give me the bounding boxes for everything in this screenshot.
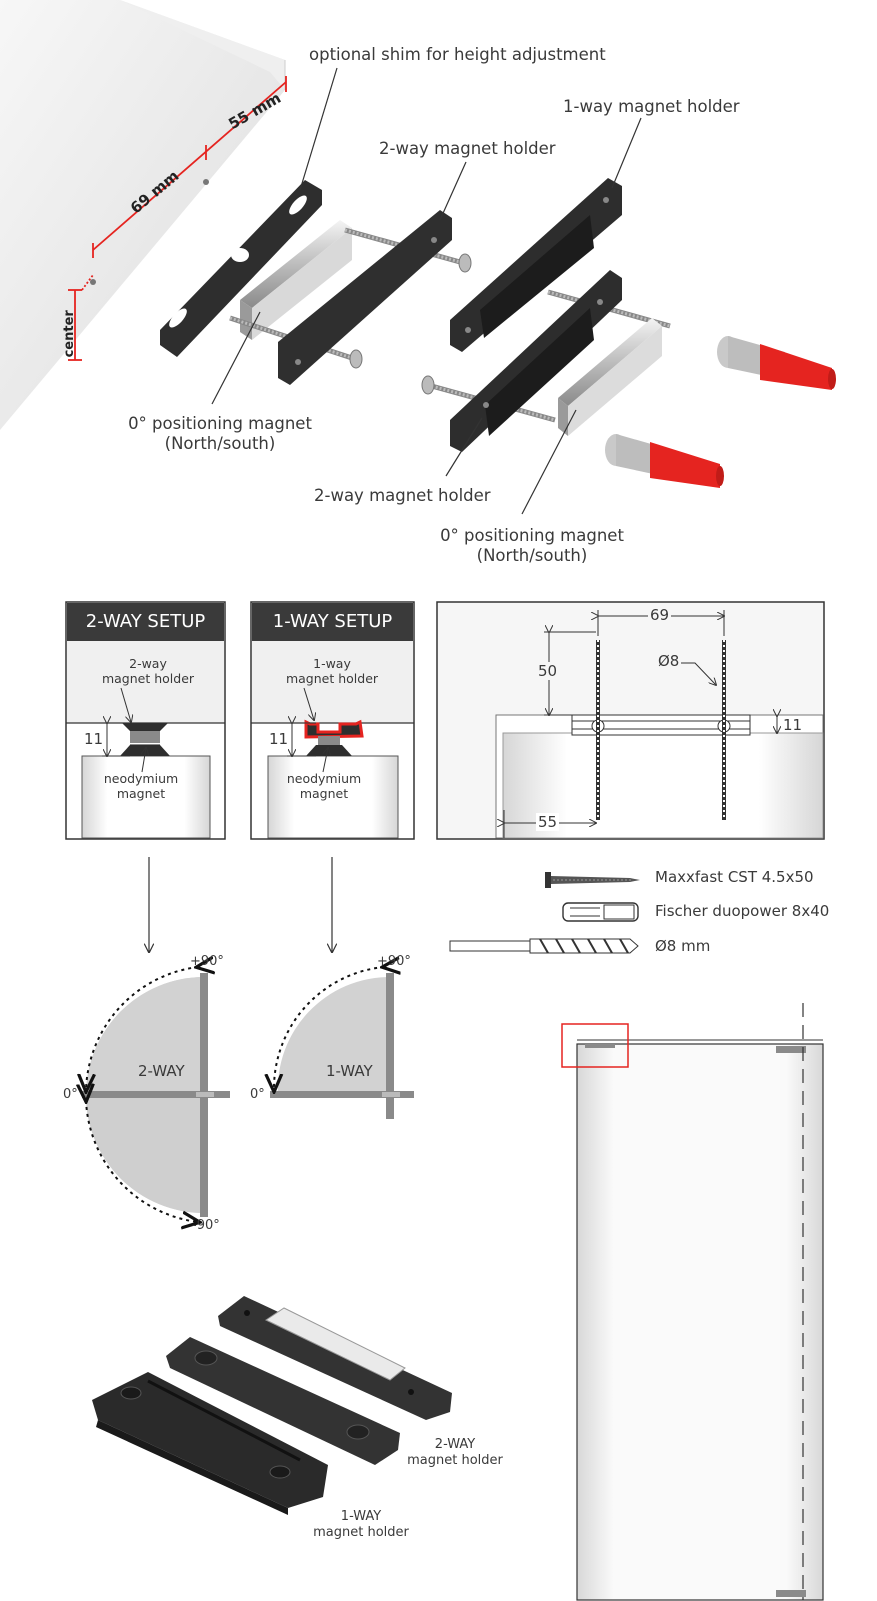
label-magnet-left-line2: (North/south) bbox=[164, 433, 276, 453]
setup-2way-holder-line2: magnet holder bbox=[101, 671, 195, 686]
photo-label-1way: 1-WAY magnet holder bbox=[306, 1509, 416, 1540]
detail-dim-11: 11 bbox=[783, 716, 803, 734]
label-magnet-right-line2: (North/south) bbox=[476, 545, 588, 565]
setup-2way-holder-line1: 2-way bbox=[129, 656, 167, 671]
setup-2way-magnet-line2: magnet bbox=[116, 786, 166, 801]
setup-1way-dim: 11 bbox=[269, 730, 289, 748]
label-one-way-holder: 1-way magnet holder bbox=[563, 97, 740, 116]
hardware-screw-label: Maxxfast CST 4.5x50 bbox=[655, 868, 814, 886]
setup-1way-magnet-line2: magnet bbox=[299, 786, 349, 801]
setup-2way-magnet-label: neodymium magnet bbox=[96, 771, 186, 801]
dim-center: center bbox=[61, 310, 77, 358]
two-way-holder-upper bbox=[278, 210, 452, 385]
setup-2way-holder-label: 2-way magnet holder bbox=[96, 656, 200, 686]
rot2-bottom-label: -90° bbox=[192, 1218, 220, 1233]
setup-2way-panel bbox=[65, 601, 226, 840]
detail-dim-69: 69 bbox=[648, 606, 672, 624]
rotation-diagram-1way bbox=[270, 967, 414, 1119]
screw-detail-panel bbox=[436, 601, 825, 840]
wall-plug-right-upper bbox=[717, 336, 836, 390]
detail-dim-d8: Ø8 bbox=[658, 652, 680, 670]
drill-bit-icon bbox=[449, 938, 639, 954]
cabinet-front-view bbox=[561, 1003, 824, 1601]
shim-plate bbox=[160, 180, 322, 357]
wall-plug-icon bbox=[562, 902, 639, 922]
setup-1way-holder-line2: magnet holder bbox=[285, 671, 379, 686]
label-two-way-holder-top: 2-way magnet holder bbox=[379, 139, 556, 158]
label-shim: optional shim for height adjustment bbox=[309, 45, 606, 64]
hardware-plug-label: Fischer duopower 8x40 bbox=[655, 902, 830, 920]
label-magnet-right-line1: 0° positioning magnet bbox=[440, 526, 624, 545]
drill-hole-marker bbox=[90, 279, 96, 285]
rotation-diagram-2way bbox=[82, 967, 230, 1222]
setup-1way-panel bbox=[250, 601, 415, 840]
rot2-type-label: 2-WAY bbox=[138, 1062, 185, 1080]
setup-1way-holder-line1: 1-way bbox=[313, 656, 351, 671]
drill-hole-marker bbox=[203, 179, 209, 185]
setup-1way-title: 1-WAY SETUP bbox=[252, 603, 413, 641]
rot1-top-label: +90° bbox=[377, 954, 411, 969]
two-way-holder-lower bbox=[450, 270, 622, 452]
photo-label-2way-line2: magnet holder bbox=[407, 1452, 503, 1468]
mounting-dimension-lines bbox=[68, 76, 287, 361]
label-magnet-right: 0° positioning magnet (North/south) bbox=[430, 526, 634, 566]
rot2-top-label: +90° bbox=[190, 954, 224, 969]
detail-dim-50: 50 bbox=[538, 662, 558, 680]
wall-plug-right-lower bbox=[605, 434, 724, 488]
magnet-bar-left bbox=[240, 220, 352, 340]
label-magnet-left: 0° positioning magnet (North/south) bbox=[118, 414, 322, 454]
photo-label-1way-line2: magnet holder bbox=[313, 1524, 409, 1540]
photo-label-2way: 2-WAY magnet holder bbox=[400, 1437, 510, 1468]
rot1-type-label: 1-WAY bbox=[326, 1062, 373, 1080]
setup-2way-magnet-line1: neodymium bbox=[103, 771, 179, 786]
rot2-zero-label: 0° bbox=[63, 1087, 78, 1102]
photo-label-1way-line1: 1-WAY bbox=[340, 1509, 382, 1524]
setup-1way-magnet-line1: neodymium bbox=[286, 771, 362, 786]
label-two-way-holder-bottom: 2-way magnet holder bbox=[314, 486, 491, 505]
product-photo bbox=[92, 1296, 452, 1515]
setup-1way-holder-label: 1-way magnet holder bbox=[280, 656, 384, 686]
hardware-drill-label: Ø8 mm bbox=[655, 937, 711, 955]
magnet-bar-right bbox=[558, 318, 662, 436]
setup-2way-title: 2-WAY SETUP bbox=[67, 603, 224, 641]
label-magnet-left-line1: 0° positioning magnet bbox=[128, 414, 312, 433]
leader-lines bbox=[211, 67, 642, 515]
rot1-zero-label: 0° bbox=[250, 1087, 265, 1102]
cabinet-side-panel bbox=[0, 0, 286, 430]
setup-2way-dim: 11 bbox=[84, 730, 104, 748]
highlight-box bbox=[561, 1023, 629, 1068]
screw-icon bbox=[545, 872, 640, 888]
photo-label-2way-line1: 2-WAY bbox=[434, 1437, 476, 1452]
setup-1way-magnet-label: neodymium magnet bbox=[279, 771, 369, 801]
one-way-holder bbox=[450, 178, 622, 352]
detail-dim-55: 55 bbox=[536, 813, 560, 831]
